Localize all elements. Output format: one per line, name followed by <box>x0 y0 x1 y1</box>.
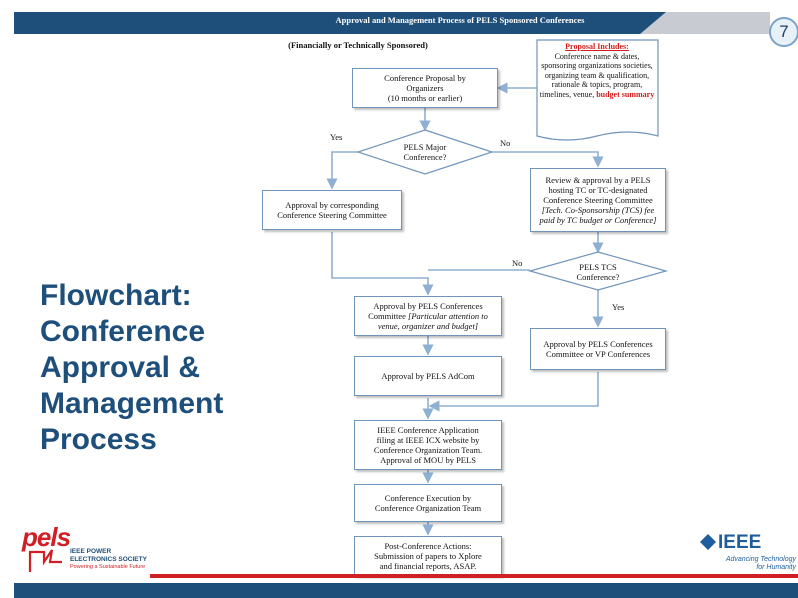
decision-tcs-line: PELS TCS <box>579 262 617 272</box>
decision-major-label: PELS Major Conference? <box>378 142 472 162</box>
slide-title-line: Management <box>40 387 224 420</box>
node-line: Approval by PELS Conferences <box>373 301 483 311</box>
node-line: Committee or VP Conferences <box>545 349 651 359</box>
proposal-note-shape <box>536 39 659 141</box>
node-line: Approval by PELS Conferences <box>543 339 653 349</box>
node-line: Conference Proposal by <box>384 73 466 83</box>
node-steering-approval: Approval by corresponding Conference Ste… <box>262 190 402 230</box>
proposal-note-heading: Proposal Includes: <box>565 42 629 51</box>
proposal-note: Proposal Includes: Conference name & dat… <box>538 42 656 100</box>
ieee-tagline-line: for Humanity <box>756 564 796 571</box>
ieee-diamond-icon <box>700 534 716 550</box>
node-line: Approval by PELS AdCom <box>381 371 475 381</box>
pels-name-line: IEEE POWER <box>70 548 112 555</box>
node-line: filing at IEEE ICX website by <box>376 435 480 445</box>
node-line: Organizers <box>406 83 444 93</box>
node-adcom-approval: Approval by PELS AdCom <box>354 356 502 396</box>
node-line: Conference Organization Team. <box>373 445 483 455</box>
node-line: Review & approval by a PELS <box>545 175 651 185</box>
decision-tcs-diamond <box>527 251 669 291</box>
slide-title: Flowchart: Conference Approval & Managem… <box>40 278 300 458</box>
label-yes-major: Yes <box>330 132 343 142</box>
node-note-line: paid by TC budget or Conference] <box>539 215 657 225</box>
node-line: Approval by corresponding <box>285 200 379 210</box>
ieee-logo: IEEE <box>718 532 762 553</box>
pels-name-line: ELECTRONICS SOCIETY <box>70 556 147 563</box>
node-line: Conference Steering Committee <box>543 195 653 205</box>
node-line: Submission of papers to Xplore <box>374 551 482 561</box>
pels-society-name: IEEE POWER ELECTRONICS SOCIETY <box>70 548 147 564</box>
slide-title-line: Flowchart: <box>40 279 192 312</box>
footer-bar <box>14 583 798 598</box>
decision-major-line: PELS Major <box>403 142 447 152</box>
edge-vp-merge <box>428 372 599 412</box>
ieee-tagline-line: Advancing Technology <box>725 556 796 563</box>
diagram-title: Approval and Management Process of PELS … <box>335 15 585 25</box>
pels-logo: pels <box>22 522 71 552</box>
slide-title-line: Approval & <box>40 351 201 384</box>
pels-tagline: Powering a Sustainable Future <box>70 564 146 570</box>
node-icx-filing: IEEE Conference Application filing at IE… <box>354 420 502 470</box>
label-no-major: No <box>500 138 511 148</box>
edge-steering-merge <box>331 232 434 296</box>
node-conference-proposal: Conference Proposal by Organizers (10 mo… <box>352 68 498 108</box>
decision-tcs-label: PELS TCS Conference? <box>552 262 644 282</box>
proposal-note-body: Conference name & dates, sponsoring orga… <box>539 51 653 99</box>
node-note-line: [Tech. Co-Sponsorship (TCS) fee <box>541 205 655 215</box>
node-tc-review: Review & approval by a PELS hosting TC o… <box>530 168 666 232</box>
node-line: IEEE Conference Application <box>377 425 479 435</box>
node-note: [Particular attention to venue, organize… <box>377 311 488 331</box>
decision-tcs-line: Conference? <box>576 272 620 282</box>
decision-major-diamond <box>356 129 494 175</box>
pels-bolt-icon <box>28 549 62 572</box>
node-line: Post-Conference Actions: <box>384 541 472 551</box>
node-conference-execution: Conference Execution by Conference Organ… <box>354 484 502 522</box>
proposal-note-highlight: budget summary <box>596 89 655 99</box>
diagram-subtitle: (Financially or Technically Sponsored) <box>288 40 428 50</box>
header-bar <box>14 12 746 34</box>
node-line: (10 months or earlier) <box>387 93 463 103</box>
header-bar-accent <box>640 12 770 34</box>
node-line: Conference Steering Committee <box>277 210 387 220</box>
node-line: Conference Execution by <box>384 493 472 503</box>
edge-major-yes <box>326 151 358 190</box>
node-post-conference: Post-Conference Actions: Submission of p… <box>354 536 502 576</box>
label-yes-tcs: Yes <box>612 302 625 312</box>
node-line: and financial reports, ASAP. <box>379 561 477 571</box>
label-no-tcs: No <box>512 258 523 268</box>
footer-red-stripe <box>150 574 798 578</box>
edge-major-no <box>492 151 604 168</box>
node-line: Committee <box>368 311 406 321</box>
ieee-tagline: Advancing Technology for Humanity <box>706 556 796 572</box>
slide-title-line: Conference <box>40 315 206 348</box>
node-vp-conferences: Approval by PELS Conferences Committee o… <box>530 328 666 370</box>
node-line: Approval of MOU by PELS <box>380 455 476 465</box>
node-conferences-committee: Approval by PELS Conferences Committee [… <box>354 296 502 336</box>
node-line: Conference Organization Team <box>374 503 482 513</box>
decision-major-line: Conference? <box>403 152 447 162</box>
page-number: 7 <box>769 17 798 47</box>
node-line: hosting TC or TC-designated <box>548 185 648 195</box>
slide-title-line: Process <box>40 423 157 456</box>
